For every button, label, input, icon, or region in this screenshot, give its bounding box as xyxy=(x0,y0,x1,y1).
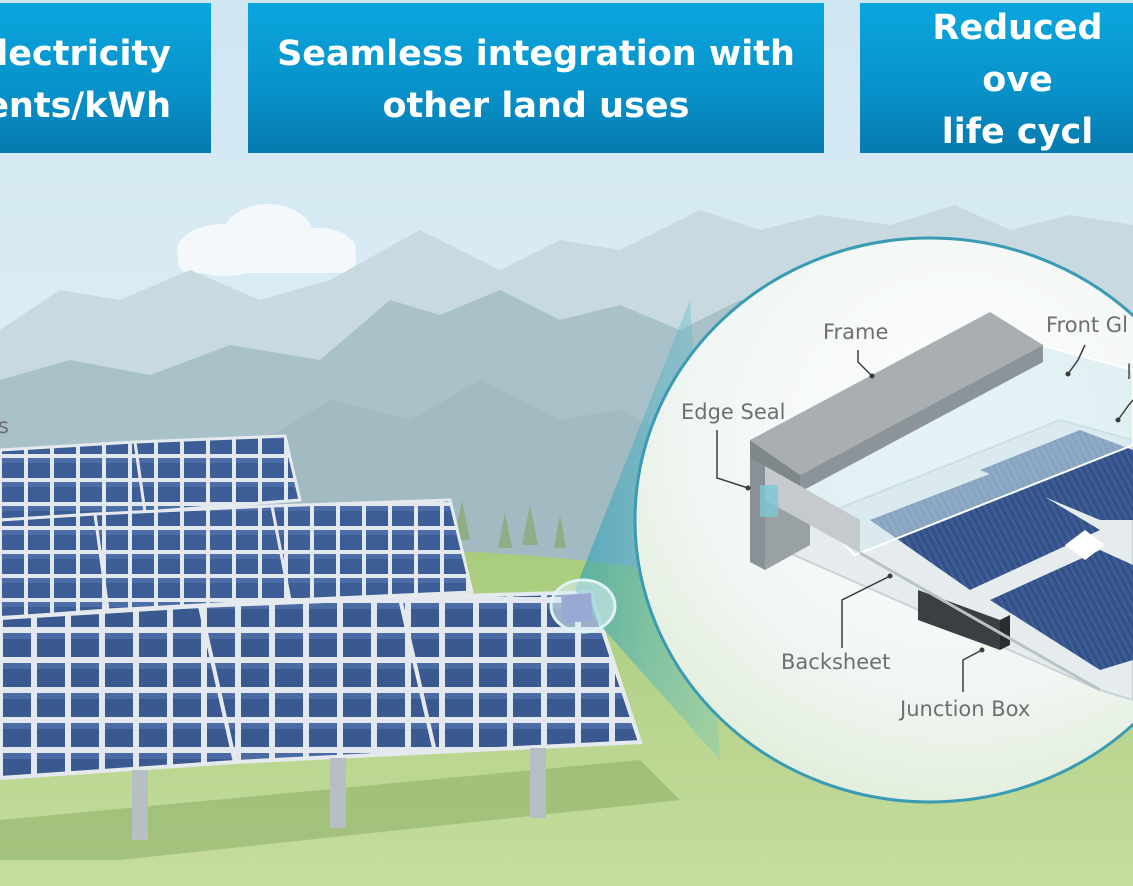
callout-frame: Frame xyxy=(823,320,889,344)
callout-edge-seal: Edge Seal xyxy=(681,400,786,424)
banner-life-cycle-text: Reduced ove life cycl xyxy=(932,8,1103,152)
leader-dots xyxy=(745,371,1121,653)
banner-land-use: Seamless integration with other land use… xyxy=(248,3,824,153)
callout-front-glass: Front Gl xyxy=(1046,313,1128,337)
field-label-partial: s xyxy=(0,414,9,438)
callout-backsheet: Backsheet xyxy=(781,650,891,674)
cloud xyxy=(177,204,356,276)
panel-row-middle xyxy=(0,498,474,620)
panel-posts xyxy=(132,748,546,840)
banner-land-use-text: Seamless integration with other land use… xyxy=(277,34,795,126)
leader-lines xyxy=(716,344,1133,692)
banner-cost-text: electricity ents/kWh xyxy=(0,34,171,126)
banner-cost: electricity ents/kWh xyxy=(0,3,211,153)
module-cross-section xyxy=(750,312,1133,702)
callout-junction-box: Junction Box xyxy=(900,697,1031,721)
callout-partial: I xyxy=(1126,360,1133,384)
banner-life-cycle: Reduced ove life cycl xyxy=(860,3,1133,153)
